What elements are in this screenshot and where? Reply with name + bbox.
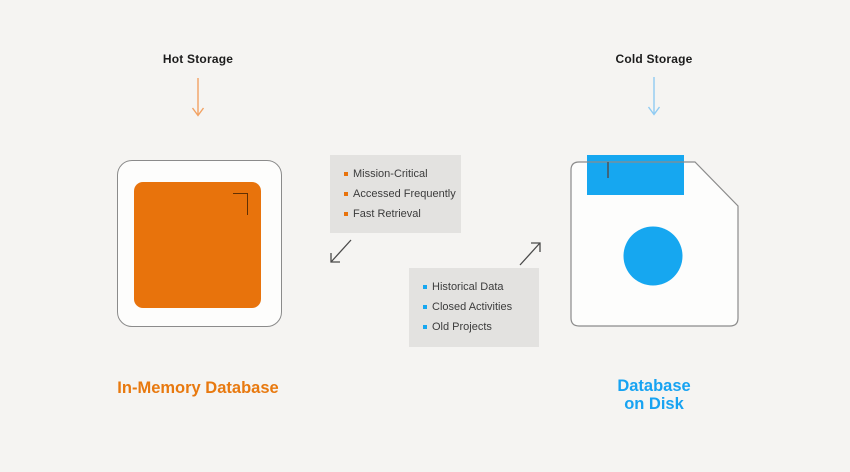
hot-down-arrow-icon <box>191 78 205 117</box>
list-item: Fast Retrieval <box>344 204 461 224</box>
floppy-disk-icon <box>570 155 739 327</box>
list-item: Closed Activities <box>423 297 539 317</box>
database-on-disk-title: Database on Disk <box>574 377 734 413</box>
bullet-icon <box>344 212 348 216</box>
bullet-icon <box>423 325 427 329</box>
disk-label-shape <box>587 155 684 195</box>
list-item-label: Mission-Critical <box>353 168 428 180</box>
database-on-disk-line2: on Disk <box>624 395 684 413</box>
in-memory-database-title: In-Memory Database <box>117 379 279 397</box>
disk-hub-shape <box>623 226 683 286</box>
memory-chip-shape <box>134 182 261 308</box>
list-item: Old Projects <box>423 317 539 337</box>
list-item: Mission-Critical <box>344 164 461 184</box>
corner-bracket-mark <box>233 193 248 215</box>
list-item-label: Closed Activities <box>432 301 513 313</box>
cold-storage-label: Cold Storage <box>615 52 693 66</box>
hot-criteria-box: Mission-Critical Accessed Frequently Fas… <box>330 155 461 233</box>
list-item-label: Accessed Frequently <box>353 188 456 200</box>
cold-down-arrow-icon <box>647 77 661 116</box>
bullet-icon <box>344 172 348 176</box>
list-item-label: Fast Retrieval <box>353 208 421 220</box>
list-item-label: Historical Data <box>432 281 504 293</box>
list-item: Historical Data <box>423 277 539 297</box>
bullet-icon <box>423 285 427 289</box>
bullet-icon <box>423 305 427 309</box>
arrow-northeast-icon <box>519 242 541 266</box>
database-on-disk-line1: Database <box>617 377 691 395</box>
in-memory-database-icon <box>117 160 282 327</box>
cold-criteria-box: Historical Data Closed Activities Old Pr… <box>409 268 539 347</box>
arrow-southwest-icon <box>330 239 352 263</box>
bullet-icon <box>344 192 348 196</box>
list-item: Accessed Frequently <box>344 184 461 204</box>
hot-storage-label: Hot Storage <box>162 52 234 66</box>
list-item-label: Old Projects <box>432 321 492 333</box>
